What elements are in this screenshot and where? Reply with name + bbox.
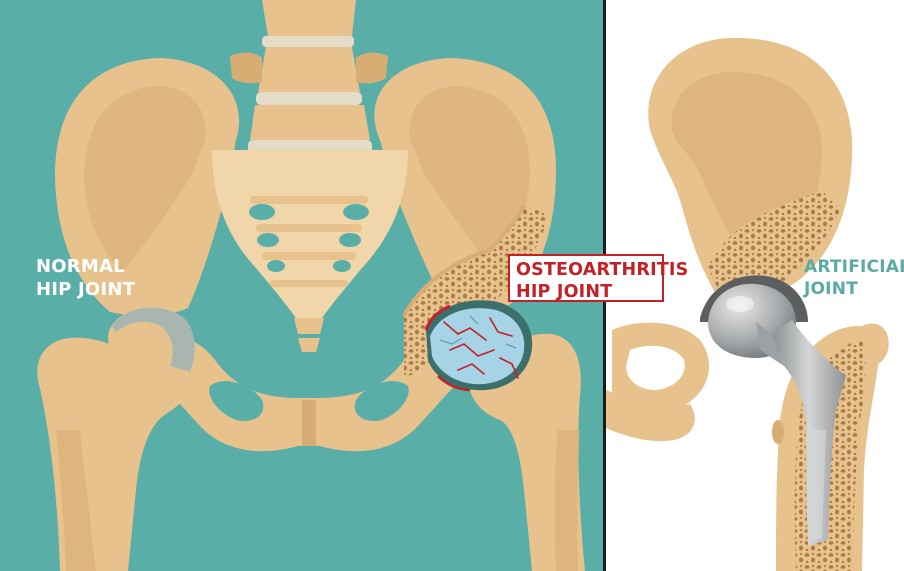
artificial-joint-label: ARTIFICIAL JOINT <box>804 259 904 298</box>
artificial-label-line1: ARTIFICIAL <box>804 259 904 276</box>
osteoarthritis-hip-joint-label: OSTEOARTHRITIS HIP JOINT <box>508 254 664 302</box>
artificial-label-line2: JOINT <box>804 281 904 298</box>
osteoarthritic-joint <box>426 300 532 390</box>
osteoarthritis-label-line1: OSTEOARTHRITIS <box>516 262 662 280</box>
osteoarthritis-label-line2: HIP JOINT <box>516 284 662 302</box>
normal-label-line2: HIP JOINT <box>36 281 135 299</box>
normal-hip-joint-label: NORMAL HIP JOINT <box>36 258 135 299</box>
normal-label-line1: NORMAL <box>36 258 135 276</box>
